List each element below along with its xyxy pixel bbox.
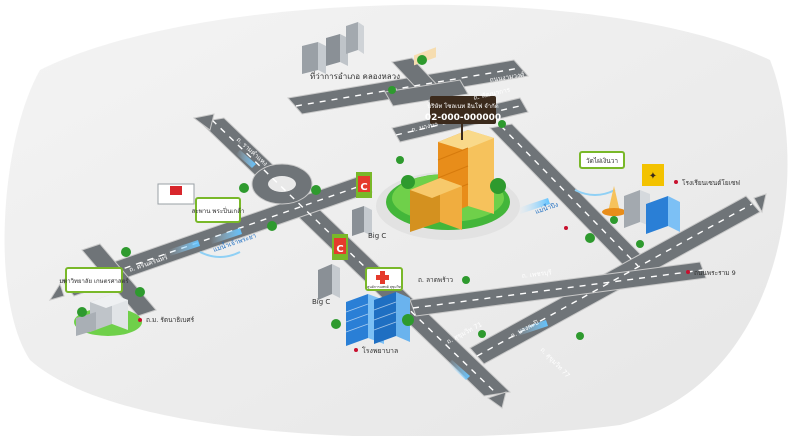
svg-text:โรงเรียนเซนต์โยเซฟ: โรงเรียนเซนต์โยเซฟ [682,179,740,187]
road-label-11: ถ.ม. รัตนาธิเบศร์ [146,316,195,324]
company-sign: บริษัท โซลเนท อินโฟ จำกัด 02-000-000000 [425,96,501,140]
govt-buildings [302,22,364,74]
label-bridge: สะพาน พระปิ่นเกล้า [192,197,245,223]
label-hospital: โรงพยาบาล [354,346,398,355]
road-arrows [48,113,767,409]
svg-text:ที่ว่าการอำเภอ คลองหลวง: ที่ว่าการอำเภอ คลองหลวง [310,70,400,81]
company-name: บริษัท โซลเนท อินโฟ จำกัด [427,102,498,110]
big-c-2: C Big C [312,234,348,306]
road-label-10: ถนนพระราม 9 [694,269,736,277]
svg-text:C: C [360,182,367,193]
label-university: มหาวิทยาลัย เกษตรศาสตร์ [59,267,129,293]
big-c-2-label: Big C [312,298,330,306]
company-phone: 02-000-000000 [425,113,501,123]
svg-text:✦: ✦ [649,171,657,182]
label-govt: ที่ว่าการอำเภอ คลองหลวง [310,70,400,81]
river-lines [199,189,616,258]
trees [121,55,644,340]
big-c-1: C Big C [352,172,386,240]
temple [602,186,626,216]
svg-text:วัดไผ่เงินวา: วัดไผ่เงินวา [586,157,618,165]
roundabout [251,163,313,205]
label-school: โรงเรียนเซนต์โยเซฟ [674,179,740,187]
road-label-6: ถ. ลาดพร้าว [418,276,453,284]
svg-text:C: C [336,244,343,255]
label-temple: วัดไผ่เงินวา [579,151,625,169]
svg-text:สะพาน พระปิ่นเกล้า: สะพาน พระปิ่นเกล้า [192,207,245,215]
direction-arrows [168,150,550,380]
road-top-short [384,79,469,107]
ad-sign-building [157,183,195,205]
hospital-sign-label: ศูนย์การแพทย์ สุขุมวิท [367,285,401,290]
hospital-buildings [331,292,414,346]
company-site [376,47,520,240]
road-label-7: ถ. เพชรบุรี [521,268,552,280]
location-dots [138,226,690,322]
university-site [74,294,142,336]
hospital-sign: ศูนย์การแพทย์ สุขุมวิท [365,267,403,291]
svg-text:มหาวิทยาลัย เกษตรศาสตร์: มหาวิทยาลัย เกษตรศาสตร์ [59,277,129,285]
big-c-1-label: Big C [368,232,386,240]
school-buildings: ✦ [624,164,680,234]
svg-text:โรงพยาบาล: โรงพยาบาล [362,346,398,355]
